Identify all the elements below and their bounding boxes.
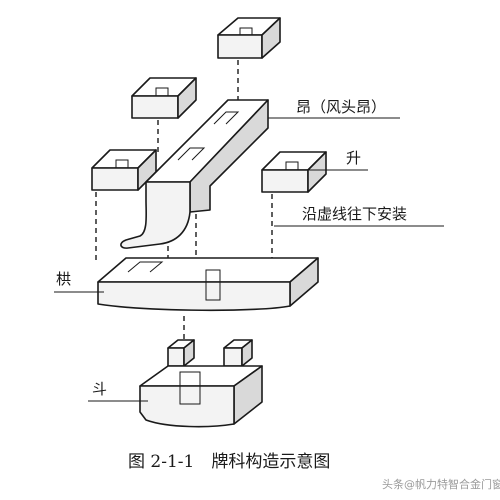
sheng-block-left-upper bbox=[131, 77, 197, 119]
sheng-block-top bbox=[217, 17, 281, 59]
sheng-block-right bbox=[261, 151, 327, 193]
label-dou: 斗 bbox=[92, 380, 107, 398]
label-install-note: 沿虚线往下安装 bbox=[302, 205, 407, 223]
watermark: 头条@帆力特智合金门窗 bbox=[382, 477, 500, 491]
label-gong: 栱 bbox=[56, 270, 71, 288]
figure-caption: 图 2-1-1 牌科构造示意图 bbox=[128, 452, 330, 472]
sheng-block-left-lower bbox=[91, 149, 157, 191]
label-ang: 昂（风头昂） bbox=[296, 98, 386, 116]
ang-arm bbox=[120, 99, 269, 249]
label-sheng: 升 bbox=[346, 149, 361, 167]
dou-block bbox=[139, 339, 263, 428]
gong-beam bbox=[97, 257, 319, 312]
